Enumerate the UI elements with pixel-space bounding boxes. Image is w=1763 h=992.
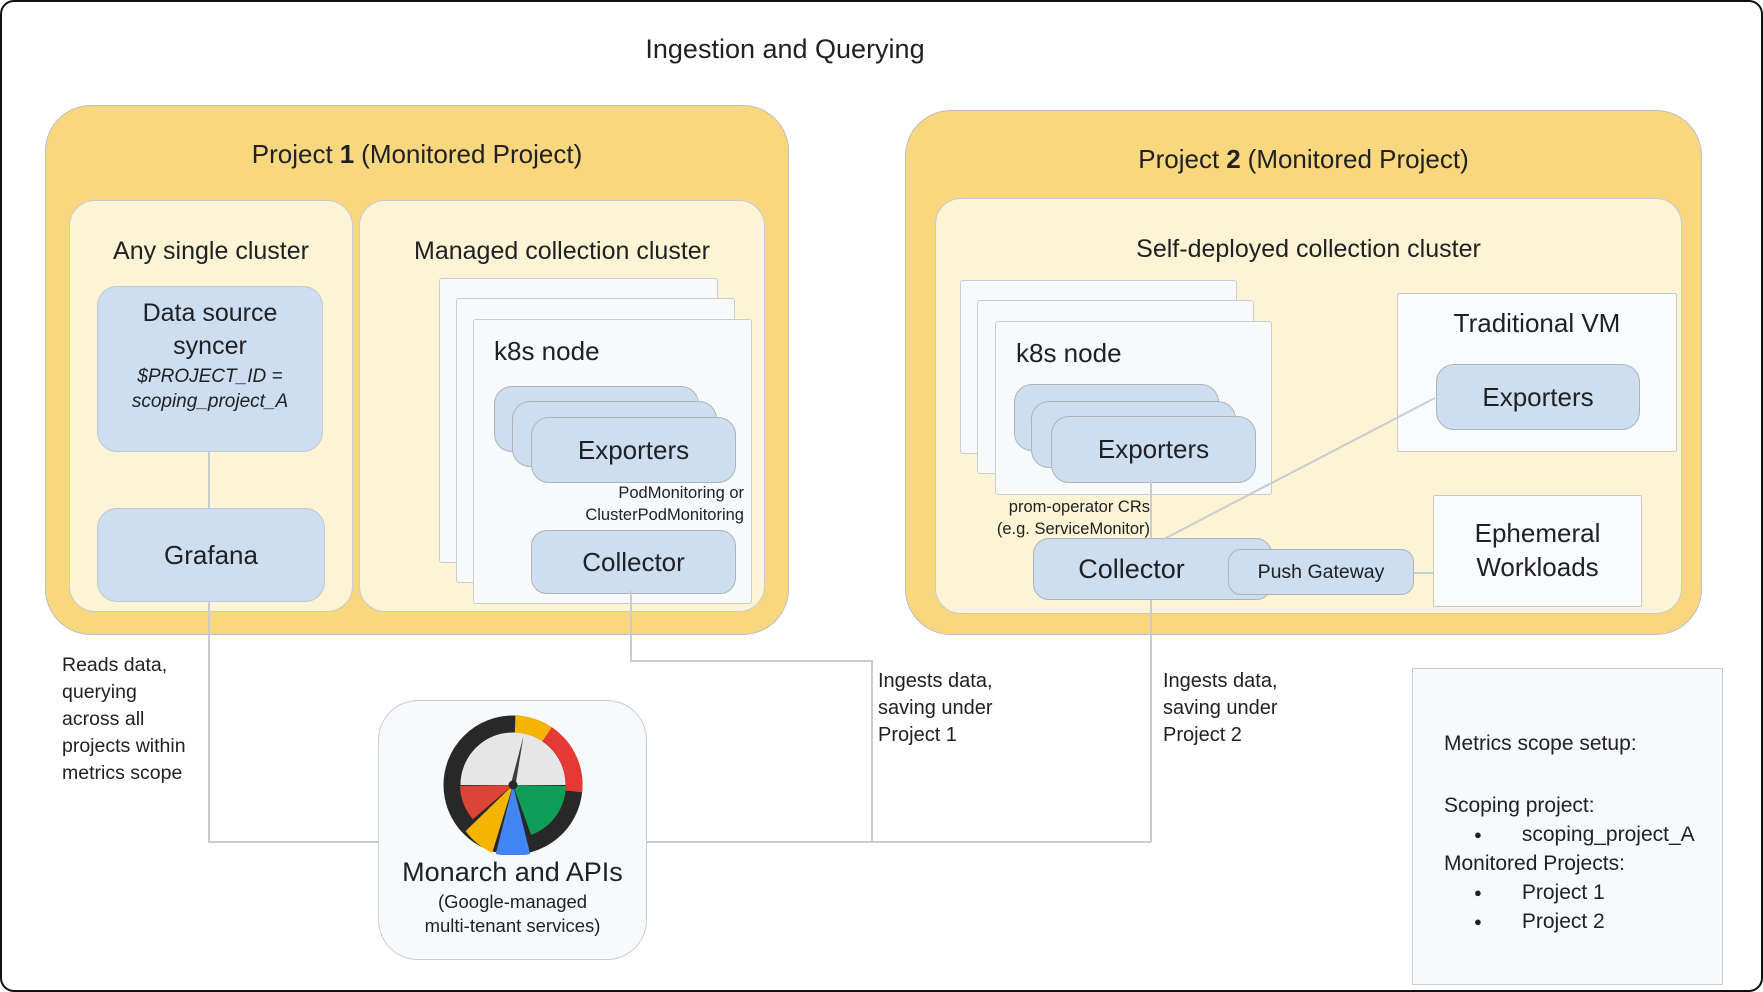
project2-header-pre: Project xyxy=(1138,144,1220,174)
k8s-node-label: k8s node xyxy=(494,336,600,366)
vm-exporters-box: Exporters xyxy=(1436,364,1640,430)
collector-box-project1: Collector xyxy=(531,530,736,594)
exporters-box: Exporters xyxy=(531,417,736,483)
project2-header-post: (Monitored Project) xyxy=(1247,144,1469,174)
cloud-monitoring-gauge-icon xyxy=(443,715,583,855)
prom-operator-note: prom-operator CRs (e.g. ServiceMonitor) xyxy=(996,498,1150,538)
list-item: ● Project 2 xyxy=(1474,907,1702,936)
monitored-project-2: Project 2 xyxy=(1521,910,1605,933)
any-single-cluster-title: Any single cluster xyxy=(113,237,309,265)
project1-header-post: (Monitored Project) xyxy=(361,139,583,169)
metrics-scope-title: Metrics scope setup: xyxy=(1444,732,1637,755)
traditional-vm-box: Traditional VM Exporters xyxy=(1397,293,1677,452)
data-source-syncer-box: Data source syncer $PROJECT_ID = scoping… xyxy=(97,286,323,452)
reads-data-annotation: Reads data, querying across all projects… xyxy=(62,654,186,784)
list-item: ● scoping_project_A xyxy=(1474,820,1702,849)
ingests-project1-annotation: Ingests data, saving under Project 1 xyxy=(878,670,993,746)
ephemeral-workloads-box: Ephemeral Workloads xyxy=(1433,495,1642,607)
exporters-box: Exporters xyxy=(1051,416,1256,483)
bullet-icon: ● xyxy=(1474,914,1482,929)
data-source-syncer-env-note: $PROJECT_ID = scoping_project_A xyxy=(131,366,289,412)
push-gateway-box: Push Gateway xyxy=(1228,549,1414,595)
grafana-box: Grafana xyxy=(97,508,325,602)
metrics-scope-panel: Metrics scope setup: Scoping project: ● … xyxy=(1412,668,1723,985)
traditional-vm-title: Traditional VM xyxy=(1453,308,1621,338)
k8s-node-label: k8s node xyxy=(1016,338,1122,368)
monarch-subtitle: (Google-managed multi-tenant services) xyxy=(424,891,601,936)
project1-header-pre: Project xyxy=(251,139,333,169)
bullet-icon: ● xyxy=(1474,827,1482,842)
data-source-syncer-label: Data source syncer xyxy=(142,299,278,360)
monarch-title: Monarch and APIs xyxy=(402,857,623,887)
self-deployed-cluster-title: Self-deployed collection cluster xyxy=(1136,235,1481,263)
ingests-project2-annotation: Ingests data, saving under Project 2 xyxy=(1163,670,1278,746)
pod-monitoring-note: PodMonitoring or ClusterPodMonitoring xyxy=(585,484,744,524)
k8s-node-box: k8s node Exporters xyxy=(995,321,1272,495)
line-grafana-to-monarch xyxy=(208,600,1151,843)
scoping-project-label: Scoping project: xyxy=(1444,794,1595,817)
monitored-project-1: Project 1 xyxy=(1521,881,1605,904)
bullet-icon: ● xyxy=(1474,885,1482,900)
scoping-project-value: scoping_project_A xyxy=(1521,823,1695,846)
project2-header-number: 2 xyxy=(1226,144,1241,174)
k8s-node-box: k8s node Exporters PodMonitoring or Clus… xyxy=(473,319,752,604)
project1-header-number: 1 xyxy=(339,139,355,169)
diagram-title: Ingestion and Querying xyxy=(645,34,925,64)
monitored-projects-label: Monitored Projects: xyxy=(1444,852,1625,875)
list-item: ● Project 1 xyxy=(1474,878,1702,907)
managed-cluster-title: Managed collection cluster xyxy=(414,237,710,265)
monarch-box: Monarch and APIs (Google-managed multi-t… xyxy=(378,700,647,960)
